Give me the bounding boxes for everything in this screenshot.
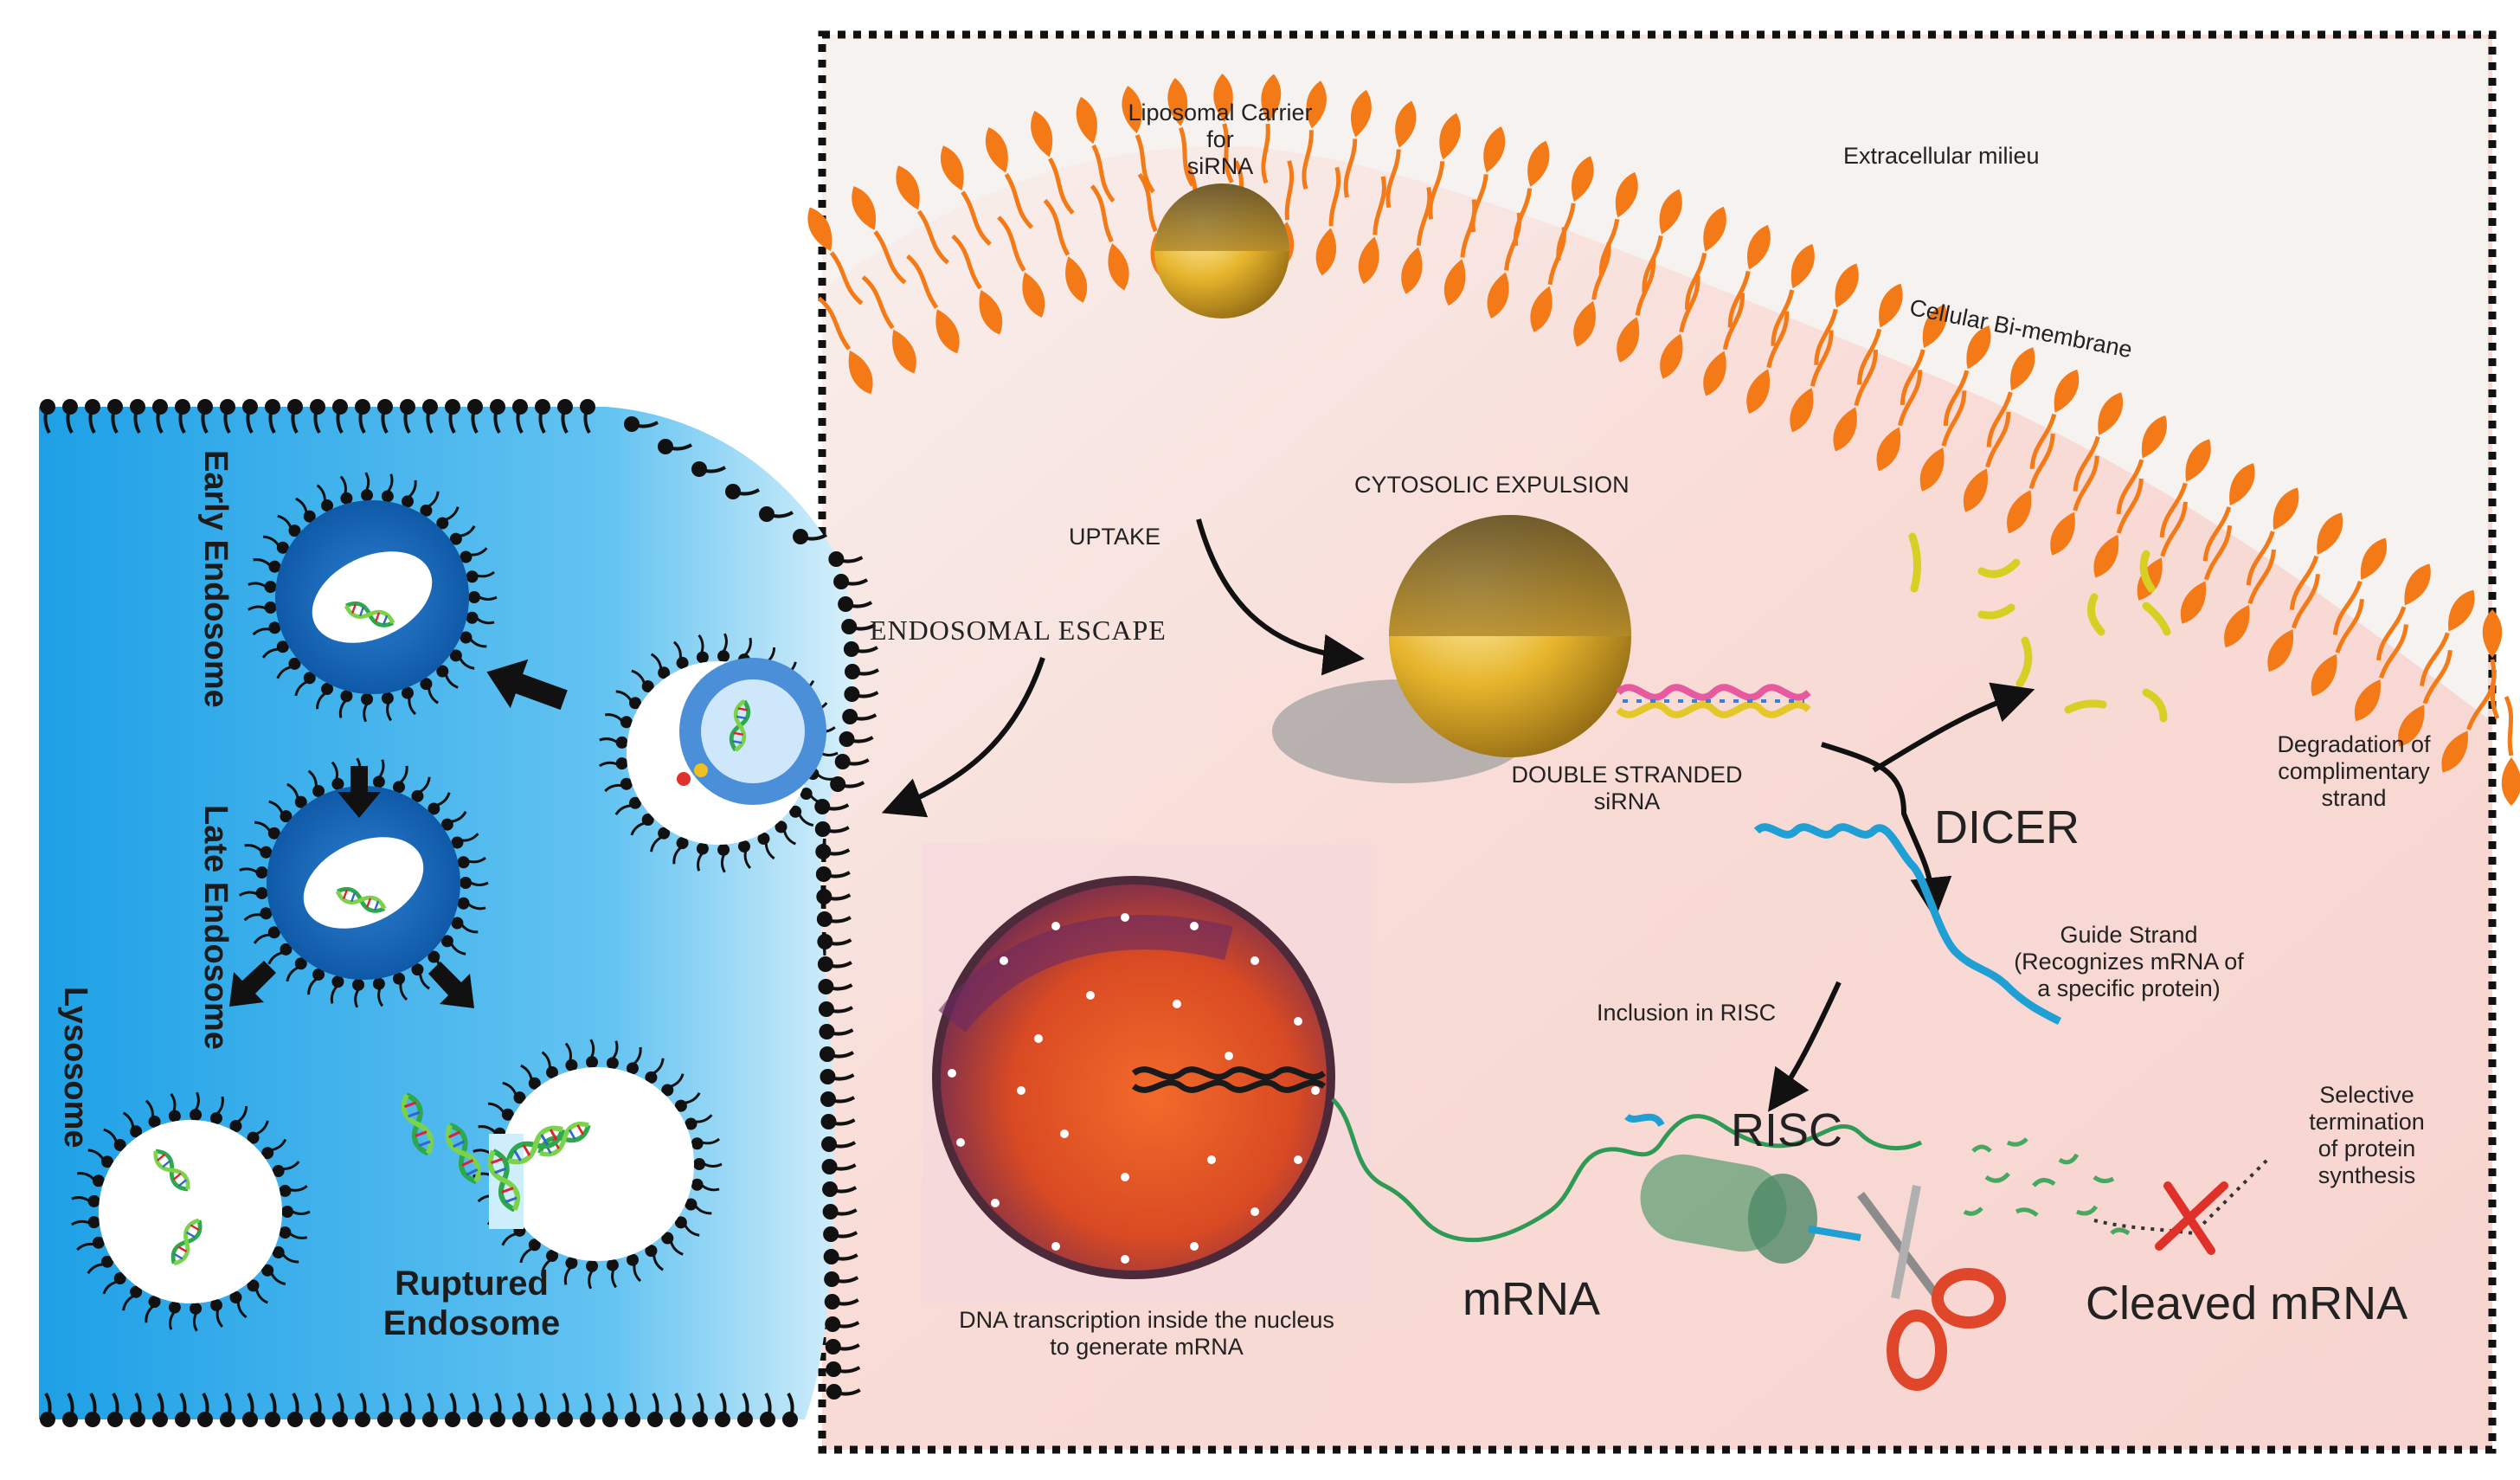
block-arrows bbox=[229, 659, 568, 1008]
uptake-label: UPTAKE bbox=[1069, 524, 1161, 550]
liposome-inner bbox=[701, 679, 805, 783]
vesicle-lumen bbox=[500, 1067, 694, 1261]
liposomal-carrier-label: Liposomal Carrier for siRNA bbox=[1128, 100, 1313, 180]
ruptured-endosome-label: Ruptured Endosome bbox=[382, 1264, 561, 1342]
lipid-inner bbox=[2502, 697, 2520, 806]
early-endosome bbox=[246, 471, 498, 724]
ligand-dot bbox=[694, 763, 708, 777]
lysosome bbox=[69, 1091, 312, 1333]
guide-strand-label: Guide Strand (Recognizes mRNA of a speci… bbox=[2014, 922, 2244, 1002]
cytosolic-expulsion-ball bbox=[1272, 515, 1631, 783]
mrna-strand bbox=[1331, 1097, 1923, 1243]
risc-complex bbox=[1624, 1113, 1861, 1264]
extracellular-region bbox=[826, 39, 2488, 718]
late-endosome bbox=[237, 756, 490, 1009]
cleaved-mrna-fragments bbox=[1963, 1137, 2131, 1236]
liposome-cargo bbox=[303, 837, 424, 929]
dicer-label: DICER bbox=[1934, 801, 2080, 853]
risc-label: RISC bbox=[1731, 1104, 1843, 1156]
double-stranded-sirna bbox=[1616, 684, 1811, 718]
ligand-dot bbox=[677, 772, 691, 786]
degraded-strand-fragments bbox=[1908, 532, 2171, 723]
cytosolic-expulsion-label: CYTOSOLIC EXPULSION bbox=[1354, 472, 1630, 498]
termination-dotted-line bbox=[2093, 1158, 2269, 1236]
cross-mark-icon bbox=[2155, 1181, 2228, 1255]
degradation-label: Degradation of complimentary strand bbox=[2277, 731, 2431, 812]
endosomal-escape-label: ENDOSOMAL ESCAPE bbox=[870, 615, 1167, 646]
liposomal-carrier-ball bbox=[1154, 183, 1289, 319]
nucleus bbox=[922, 844, 1372, 1303]
selective-termination-label: Selective termination of protein synthes… bbox=[2309, 1082, 2425, 1189]
extracellular-label: Extracellular milieu bbox=[1843, 143, 2040, 169]
dna-transcription-label: DNA transcription inside the nucleus to … bbox=[959, 1307, 1334, 1361]
early-endosome-label: Early Endosome bbox=[197, 450, 234, 708]
double-stranded-label: DOUBLE STRANDED siRNA bbox=[1511, 762, 1743, 815]
nuclear-pores bbox=[948, 913, 1320, 1264]
vesicle-lumen bbox=[99, 1120, 282, 1303]
entry-endosome bbox=[597, 632, 839, 874]
late-endosome-label: Late Endosome bbox=[197, 805, 234, 1050]
lysosome-label: Lysosome bbox=[57, 987, 93, 1149]
cleaved-mrna-label: Cleaved mRNA bbox=[2086, 1277, 2408, 1329]
endosome-vesicles bbox=[69, 471, 839, 1333]
scissors-icon bbox=[1857, 1185, 2006, 1391]
inclusion-label: Inclusion in RISC bbox=[1597, 1000, 1777, 1026]
liposome-cargo bbox=[312, 551, 433, 643]
guide-strand bbox=[1753, 823, 2062, 1026]
mrna-label: mRNA bbox=[1462, 1273, 1600, 1325]
flow-arrows bbox=[881, 518, 2035, 1112]
